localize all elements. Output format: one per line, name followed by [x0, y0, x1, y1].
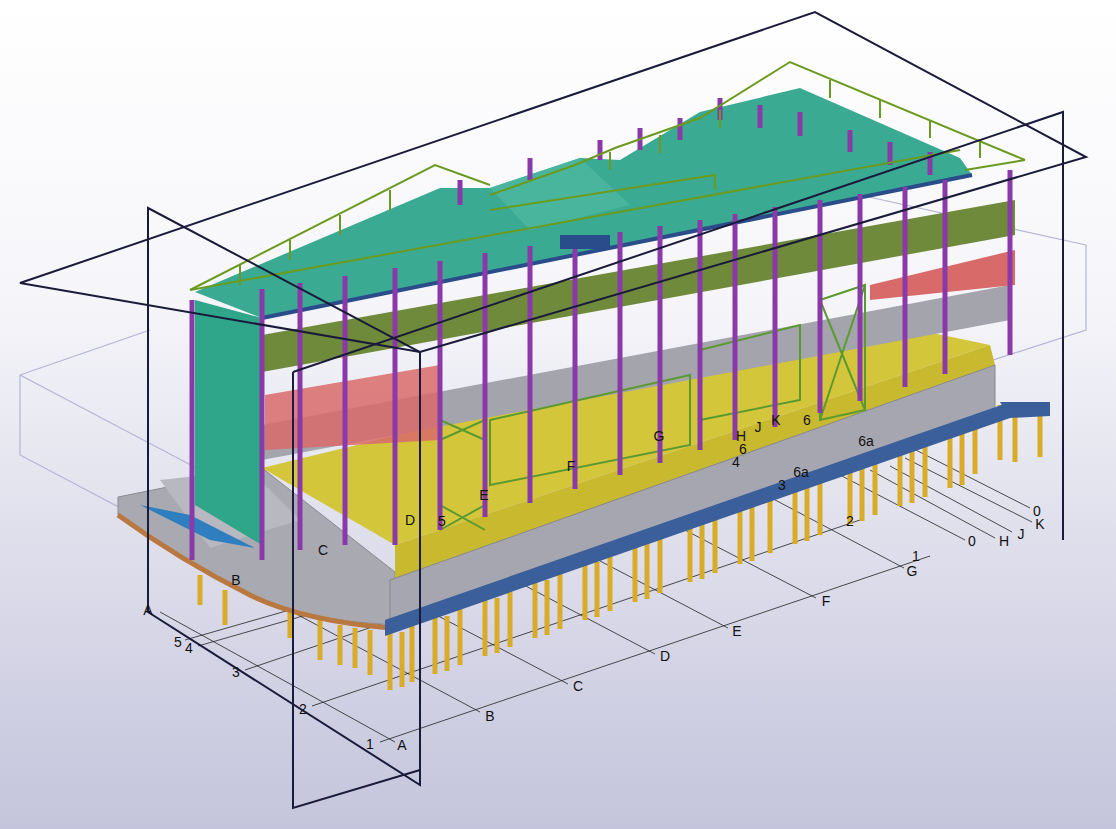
grid-label: 1 [912, 548, 920, 564]
grid-label: 6 [739, 441, 747, 457]
core-wall [195, 300, 262, 545]
columns [192, 98, 1010, 560]
grid-label: G [907, 563, 918, 579]
grid-label: 0 [1033, 503, 1041, 519]
grid-label: D [660, 648, 670, 664]
roof-slab [195, 88, 972, 318]
bracing [440, 285, 865, 530]
grid-label: 3 [232, 664, 240, 680]
grid-label: 2 [846, 513, 854, 529]
grid-label: F [567, 458, 576, 474]
red-slab [265, 365, 440, 450]
grid-label: B [231, 572, 240, 588]
grid-label: F [822, 593, 831, 609]
grid-label: 5 [174, 634, 182, 650]
grid-label: 2 [299, 701, 307, 717]
grid-label: A [143, 602, 152, 618]
grid-label: J [1018, 526, 1025, 542]
grid-label: 5 [438, 513, 446, 529]
grid-label: 0 [968, 533, 976, 549]
beam-extension [1000, 402, 1050, 418]
grid-label: G [654, 428, 665, 444]
grid-label: C [318, 542, 328, 558]
roof-railing [190, 62, 1025, 290]
grid-label: H [999, 533, 1009, 549]
grid-label: 1 [366, 736, 374, 752]
grid-label: 6a [793, 464, 809, 480]
view-planes [20, 12, 1086, 808]
grid-label: C [573, 678, 583, 694]
grid-label: E [732, 623, 741, 639]
grid-label: 3 [778, 477, 786, 493]
grid-label: 6 [803, 412, 811, 428]
grid-label: D [405, 512, 415, 528]
grid-label: A [397, 737, 406, 753]
grid-label: K [771, 412, 780, 428]
grid-label: 6a [858, 433, 874, 449]
grid-label: J [755, 419, 762, 435]
grid-label: 4 [185, 640, 193, 656]
grid-label: 4 [732, 454, 740, 470]
roof-opening [560, 235, 610, 249]
grid-label: E [479, 487, 488, 503]
first-floor-slab [262, 285, 1010, 460]
grid-label: B [485, 708, 494, 724]
